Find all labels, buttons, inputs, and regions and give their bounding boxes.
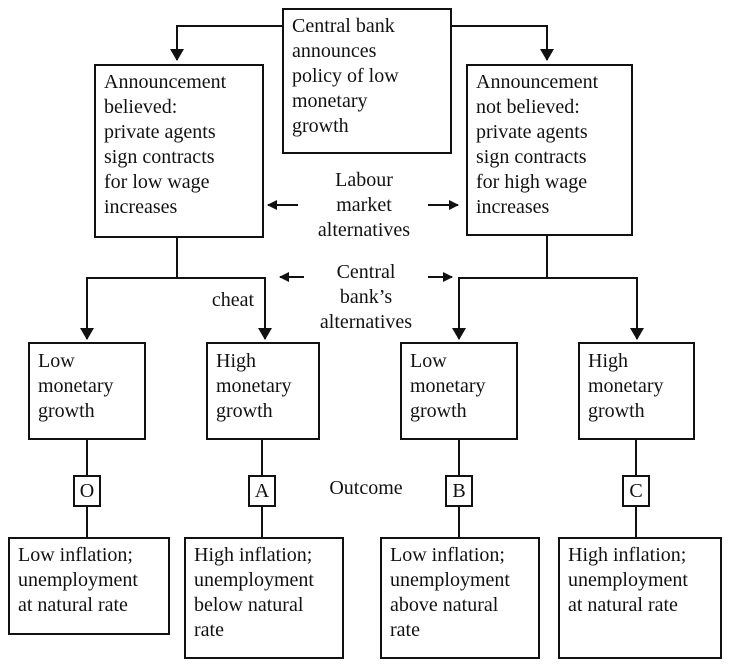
outcome-label: Outcome	[329, 477, 403, 499]
box-line: announces	[292, 40, 377, 62]
label-line: market	[336, 194, 392, 216]
box-line: below natural	[194, 594, 304, 616]
box-line: growth	[216, 400, 273, 422]
box-line: High	[216, 350, 256, 372]
box-line: growth	[588, 400, 645, 422]
policy-box-low-1: Low monetary growth	[28, 342, 146, 440]
box-line: increases	[104, 196, 178, 218]
box-line: sign contracts	[104, 146, 215, 168]
arrow-right-low	[452, 277, 547, 340]
box-line: rate	[194, 619, 224, 641]
box-line: unemployment	[568, 569, 688, 591]
box-line: private agents	[104, 121, 216, 143]
box-line: unemployment	[390, 569, 510, 591]
outcome-code-b: B	[445, 475, 473, 507]
box-line: monetary	[38, 375, 114, 397]
box-line: increases	[476, 196, 550, 218]
box-line: policy of low	[292, 65, 399, 87]
box-line: not believed:	[476, 96, 580, 118]
box-line: unemployment	[18, 569, 138, 591]
box-line: private agents	[476, 121, 588, 143]
box-line: monetary	[410, 375, 486, 397]
box-line: at natural rate	[18, 594, 128, 616]
label-line: bank’s	[339, 286, 393, 308]
result-box-c: High inflation; unemployment at natural …	[558, 537, 722, 659]
result-box-a: High inflation; unemployment below natur…	[184, 537, 344, 659]
outcome-code-c: C	[622, 475, 650, 507]
central-bank-announcement-box: Central bank announces policy of low mon…	[282, 8, 452, 154]
result-box-b: Low inflation; unemployment above natura…	[380, 537, 540, 659]
box-line: for low wage	[104, 171, 210, 193]
box-line: Low	[38, 350, 75, 372]
arrow-left-high	[177, 277, 272, 340]
arrow-top-to-left	[170, 25, 282, 61]
policy-box-high-2: High monetary growth	[578, 342, 695, 440]
cheat-label: cheat	[211, 289, 255, 311]
result-box-o: Low inflation; unemployment at natural r…	[8, 537, 170, 635]
box-line: for high wage	[476, 171, 588, 193]
box-line: monetary	[216, 375, 292, 397]
arrow-right-high	[547, 277, 644, 340]
outcome-code-o: O	[73, 475, 101, 507]
label-line: Central	[336, 261, 396, 283]
arrow-left-low	[80, 277, 177, 340]
box-line: Central bank	[292, 15, 395, 37]
box-line: Announcement	[476, 71, 599, 93]
policy-box-low-2: Low monetary growth	[400, 342, 518, 440]
central-bank-alternatives-label: Central bank’s alternatives	[306, 260, 426, 335]
box-line: above natural	[390, 594, 499, 616]
box-line: monetary	[292, 90, 368, 112]
label-line: Labour	[335, 169, 393, 191]
labour-market-label: Labour market alternatives	[300, 168, 428, 243]
box-line: Low inflation;	[390, 544, 505, 566]
box-line: High	[588, 350, 628, 372]
box-line: High inflation;	[194, 544, 313, 566]
label-line: alternatives	[319, 311, 413, 333]
box-line: Low	[410, 350, 447, 372]
box-line: growth	[292, 115, 349, 137]
box-line: monetary	[588, 375, 664, 397]
box-line: rate	[390, 619, 420, 641]
box-line: Low inflation;	[18, 544, 133, 566]
arrow-top-to-right	[452, 25, 554, 61]
box-line: believed:	[104, 96, 178, 118]
box-line: Announcement	[104, 71, 227, 93]
announcement-believed-box: Announcement believed: private agents si…	[94, 64, 264, 238]
outcome-code-a: A	[248, 475, 276, 507]
box-line: sign contracts	[476, 146, 587, 168]
box-line: at natural rate	[568, 594, 678, 616]
label-line: alternatives	[317, 219, 411, 241]
announcement-not-believed-box: Announcement not believed: private agent…	[466, 64, 633, 236]
box-line: High inflation;	[568, 544, 687, 566]
box-line: unemployment	[194, 569, 314, 591]
box-line: growth	[410, 400, 467, 422]
policy-box-high-1: High monetary growth	[206, 342, 320, 440]
box-line: growth	[38, 400, 95, 422]
